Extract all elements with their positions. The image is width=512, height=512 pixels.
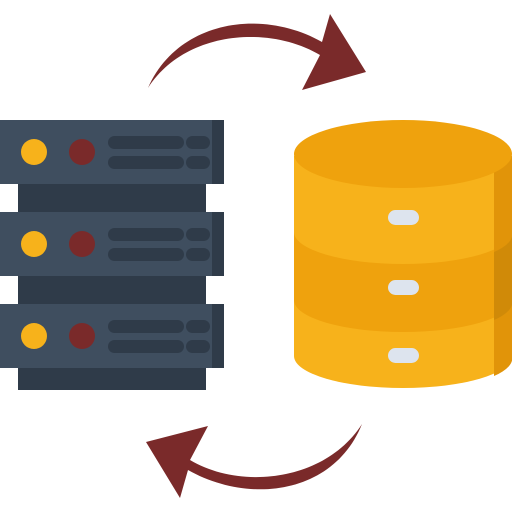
illustration-shape bbox=[186, 156, 210, 169]
database-icon bbox=[294, 120, 512, 388]
status-led-red bbox=[69, 323, 95, 349]
illustration-shape bbox=[108, 228, 184, 241]
illustration-shape bbox=[212, 120, 224, 184]
illustration-shape bbox=[494, 300, 512, 376]
illustration-shape bbox=[146, 424, 362, 498]
db-indicator-2 bbox=[388, 280, 419, 295]
illustration-shape bbox=[186, 248, 210, 261]
status-led-red bbox=[69, 139, 95, 165]
illustration-shape bbox=[108, 156, 184, 169]
illustration-shape bbox=[108, 136, 184, 149]
db-indicator-3 bbox=[388, 348, 419, 363]
illustration-shape bbox=[18, 276, 206, 306]
illustration-shape bbox=[108, 320, 184, 333]
illustration-shape bbox=[186, 228, 210, 241]
server-unit-3 bbox=[0, 304, 224, 368]
status-led-yellow bbox=[21, 231, 47, 257]
illustration-shape bbox=[108, 340, 184, 353]
status-led-yellow bbox=[21, 139, 47, 165]
illustration-shape bbox=[494, 232, 512, 320]
illustration-shape bbox=[186, 340, 210, 353]
illustration-shape bbox=[294, 120, 512, 188]
status-led-red bbox=[69, 231, 95, 257]
illustration-shape bbox=[212, 212, 224, 276]
sync-arrow-bottom-icon bbox=[146, 424, 362, 498]
illustration-shape bbox=[186, 320, 210, 333]
illustration-shape bbox=[148, 14, 366, 90]
server-unit-2 bbox=[0, 212, 224, 276]
illustration-shape bbox=[494, 156, 512, 252]
illustration-shape bbox=[108, 248, 184, 261]
sync-arrow-top-icon bbox=[148, 14, 366, 90]
illustration-shape bbox=[212, 304, 224, 368]
server-rack-icon bbox=[0, 120, 224, 390]
illustration-shape bbox=[18, 368, 206, 390]
illustration-shape bbox=[186, 136, 210, 149]
illustration-shape bbox=[18, 184, 206, 214]
status-led-yellow bbox=[21, 323, 47, 349]
db-indicator-1 bbox=[388, 210, 419, 225]
server-unit-1 bbox=[0, 120, 224, 184]
